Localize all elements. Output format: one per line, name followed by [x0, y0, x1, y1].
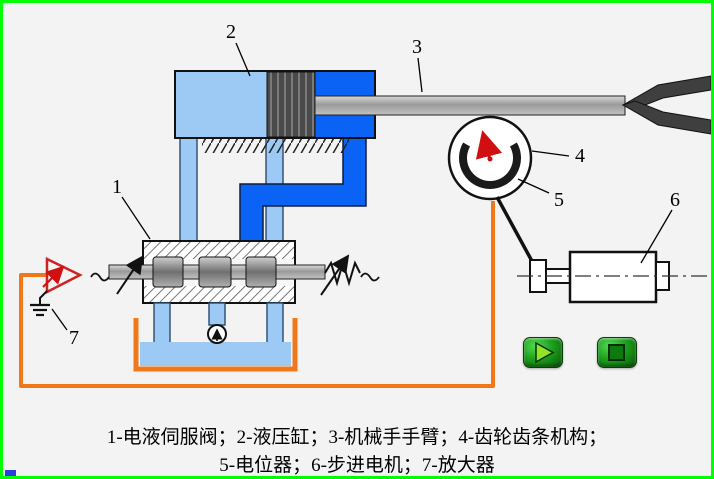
- left-tilde-icon: [90, 272, 110, 282]
- mount-hatching: [202, 139, 349, 153]
- caption-line-1: 1-电液伺服阀；2-液压缸；3-机械手手臂；4-齿轮齿条机构；: [106, 427, 608, 448]
- tank-outline: [133, 318, 298, 372]
- potentiometer-track: [459, 142, 521, 189]
- ground-icon: [39, 290, 48, 305]
- piston: [266, 71, 316, 138]
- label-cylinder: 2: [226, 21, 236, 43]
- manipulator-arm: [314, 75, 711, 135]
- caption-line-2: 5-电位器；6-步进电机；7-放大器: [219, 455, 495, 476]
- left-solenoid-arrow-icon: [116, 255, 144, 295]
- servo-valve: [90, 240, 380, 304]
- gear-rack-potentiometer: [447, 115, 533, 201]
- hydraulic-pipes: [179, 137, 367, 243]
- label-gear-rack: 4: [575, 145, 585, 167]
- right-tilde-icon: [360, 272, 380, 282]
- label-servo-valve: 1: [112, 176, 122, 198]
- label-amplifier: 7: [69, 327, 79, 349]
- stepper-motor: [517, 250, 711, 304]
- right-solenoid-arrow-icon: [320, 254, 350, 296]
- corner-artifact: [5, 470, 16, 476]
- stop-button[interactable]: [597, 337, 637, 368]
- label-arm: 3: [412, 36, 422, 58]
- label-potentiometer: 5: [554, 189, 564, 211]
- needle-icon: [475, 130, 503, 161]
- gripper-lower-jaw: [621, 100, 711, 135]
- amplifier-triangle-icon: [45, 257, 83, 295]
- play-button[interactable]: [523, 337, 563, 368]
- feedback-wire: [19, 201, 495, 388]
- ports-and-tank: [133, 302, 298, 372]
- label-stepper-motor: 6: [670, 189, 680, 211]
- stop-icon: [608, 344, 625, 361]
- play-icon: [535, 341, 555, 364]
- amplifier: [30, 257, 83, 317]
- diagram-canvas: 1 2 3 4 5 6 7: [19, 21, 711, 388]
- part-labels: 1 2 3 4 5 6 7: [51, 21, 680, 349]
